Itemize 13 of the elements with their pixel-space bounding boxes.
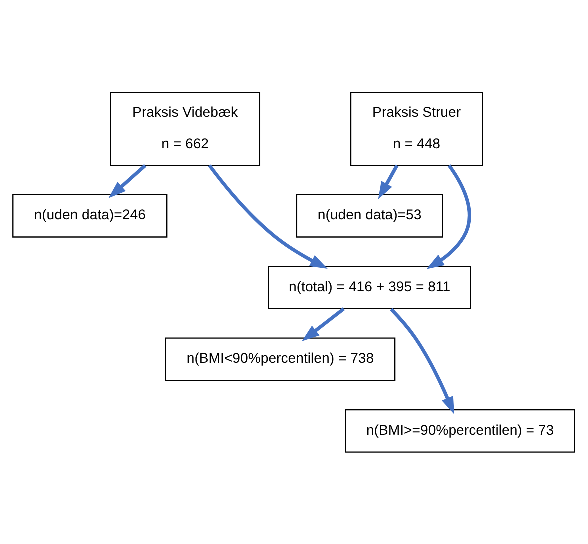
node-box: n(uden data)=53: [296, 194, 444, 238]
node-box: n(BMI<90%percentilen) = 738: [165, 337, 396, 381]
node-box: n(total) = 416 + 395 = 811: [268, 266, 472, 310]
arrow: [378, 164, 399, 200]
arrow: [302, 307, 346, 342]
node-box: n(BMI>=90%percentilen) = 73: [345, 408, 576, 452]
arrow: [390, 308, 455, 414]
node-box: n(uden data)=246: [12, 194, 168, 238]
arrow: [426, 164, 472, 269]
node-box: Praksis Videbæk n = 662: [110, 92, 260, 166]
arrow: [208, 164, 328, 269]
node-box: Praksis Struer n = 448: [350, 92, 484, 166]
arrow: [108, 164, 147, 198]
